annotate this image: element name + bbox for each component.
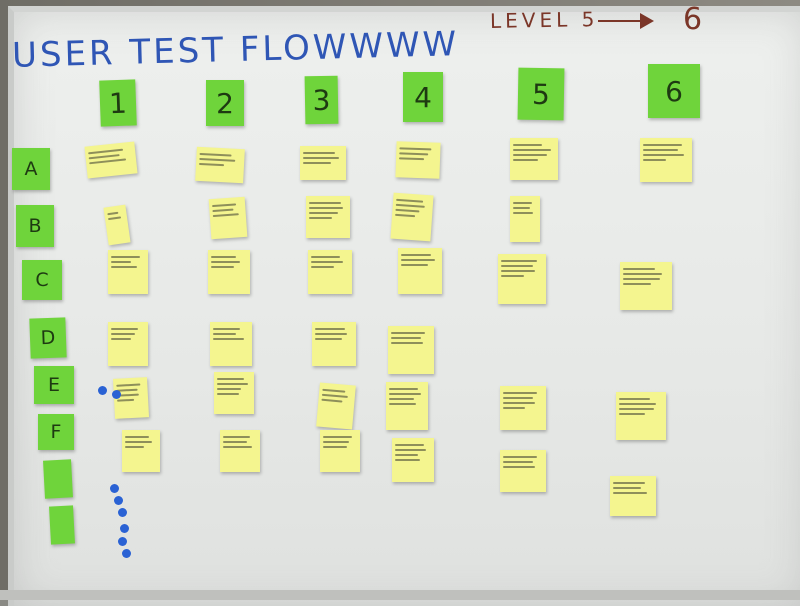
sticky-note-b2 — [208, 196, 248, 240]
row-note-blank-1 — [43, 459, 73, 499]
arrow-head-icon — [640, 13, 654, 29]
level-target: 6 — [683, 2, 703, 37]
blue-dot — [114, 496, 123, 505]
row-label: A — [24, 158, 38, 180]
sticky-note-c3 — [308, 250, 352, 294]
sticky-note-a1 — [84, 141, 138, 179]
column-note-4: 4 — [403, 72, 443, 122]
sticky-note-d1 — [108, 322, 148, 366]
sticky-note-a5 — [510, 138, 558, 180]
column-label: 2 — [216, 86, 234, 120]
blue-dot — [110, 484, 119, 493]
blue-dot — [122, 549, 131, 558]
sticky-note-d2 — [210, 322, 252, 366]
row-label: B — [28, 215, 42, 237]
sticky-note-b4 — [390, 192, 434, 242]
column-label: 1 — [108, 86, 128, 120]
row-note-a: A — [12, 148, 50, 190]
row-label: D — [40, 326, 56, 350]
sticky-note-c5 — [498, 254, 546, 304]
sticky-note-f1 — [122, 430, 160, 472]
sticky-note-c4 — [398, 248, 442, 294]
sticky-note-c1 — [108, 250, 148, 294]
sticky-note-a3 — [300, 146, 346, 180]
sticky-note-b3 — [306, 196, 350, 238]
sticky-note-a6 — [640, 138, 692, 182]
blue-dot — [118, 508, 127, 517]
sticky-note-e5 — [500, 386, 546, 430]
column-note-6: 6 — [648, 64, 700, 118]
sticky-note-c2 — [208, 250, 250, 294]
column-note-2: 2 — [206, 80, 244, 126]
sticky-note-d3 — [312, 322, 356, 366]
column-note-3: 3 — [304, 75, 339, 125]
row-note-d: D — [29, 317, 67, 359]
sticky-note-f5 — [500, 450, 546, 492]
column-label: 6 — [665, 74, 683, 108]
blue-dot — [112, 390, 121, 399]
sticky-note-f6 — [610, 476, 656, 516]
sticky-note-a2 — [195, 146, 245, 184]
blue-dot — [118, 537, 127, 546]
blue-dot — [120, 524, 129, 533]
column-label: 5 — [531, 77, 551, 111]
row-note-b: B — [16, 205, 54, 247]
sticky-note-f4 — [392, 438, 434, 482]
sticky-note-f2 — [220, 430, 260, 472]
sticky-note-d4 — [388, 326, 434, 374]
sticky-note-e3 — [316, 382, 356, 430]
row-note-blank-2 — [49, 505, 75, 545]
sticky-note-e6 — [616, 392, 666, 440]
arrow-right-icon — [598, 20, 644, 22]
sticky-note-e2 — [214, 372, 254, 414]
whiteboard-tray — [0, 590, 800, 600]
row-label: C — [35, 269, 49, 291]
sticky-note-b5 — [510, 196, 540, 242]
blue-dot — [98, 386, 107, 395]
column-note-5: 5 — [517, 67, 565, 121]
sticky-note-c6 — [620, 262, 672, 310]
row-note-e: E — [34, 366, 74, 404]
row-note-f: F — [38, 414, 74, 450]
row-label: E — [47, 374, 60, 396]
column-label: 4 — [414, 80, 432, 114]
sticky-note-e4 — [386, 382, 428, 430]
column-label: 3 — [312, 83, 331, 117]
row-note-c: C — [22, 260, 62, 300]
row-label: F — [50, 421, 62, 443]
column-note-1: 1 — [99, 79, 137, 127]
level-label: LEVEL 5 — [489, 7, 599, 33]
sticky-note-a4 — [395, 141, 441, 179]
sticky-note-f3 — [320, 430, 360, 472]
